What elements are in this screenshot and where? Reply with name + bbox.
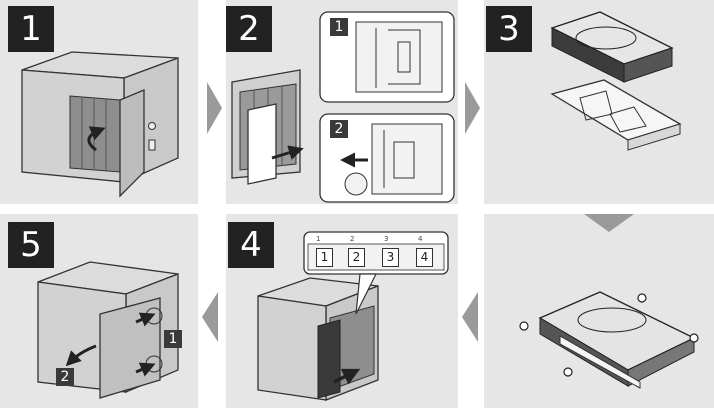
step-2-substep-2-badge: 2 [330, 120, 348, 138]
bay-label-2: 2 [348, 248, 365, 267]
flow-arrow-down [584, 214, 634, 232]
step-3b-screws [519, 293, 699, 377]
step-1-badge: 1 [8, 6, 54, 52]
bay-tag-1: 1 [316, 235, 321, 243]
flow-arrow-right-2 [465, 82, 480, 134]
step-2-substep-1-badge: 1 [330, 18, 348, 36]
step-5-substep-2-badge: 2 [56, 368, 74, 386]
bay-label-3: 3 [382, 248, 399, 267]
step-2-detail-2 [319, 113, 455, 203]
step-3-tray [550, 79, 682, 151]
step-3-badge: 3 [486, 6, 532, 52]
step-3b-drive-in-tray [538, 291, 696, 389]
bay-tag-3: 3 [384, 235, 389, 243]
step-2-nas-open [231, 69, 304, 185]
step-1-nas-device [21, 51, 179, 198]
step-5-badge: 5 [8, 222, 54, 268]
bay-label-1: 1 [316, 248, 333, 267]
flow-arrow-right-1 [207, 82, 222, 134]
step-2-detail-1 [319, 11, 455, 103]
bay-tag-2: 2 [350, 235, 355, 243]
step-2-badge: 2 [226, 6, 272, 52]
bay-label-4: 4 [416, 248, 433, 267]
bay-tag-4: 4 [418, 235, 423, 243]
step-5-substep-1-badge: 1 [164, 330, 182, 348]
step-4-nas-device [257, 277, 379, 401]
step-5-nas-device [37, 261, 179, 399]
step-3-drive [550, 11, 674, 83]
step-4-badge: 4 [228, 222, 274, 268]
flow-arrow-left-2 [202, 292, 218, 342]
flow-arrow-left-1 [462, 292, 478, 342]
